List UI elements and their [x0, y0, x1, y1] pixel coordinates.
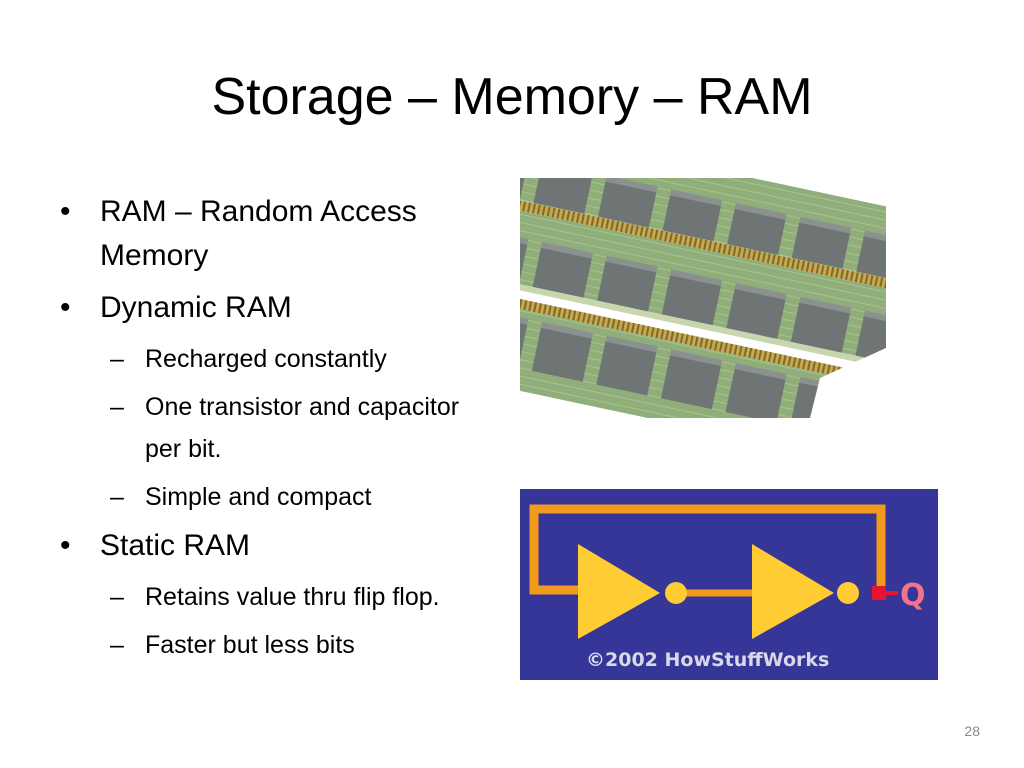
sub-bullet-item: – Retains value thru flip flop. — [58, 576, 498, 618]
dash-mark: – — [110, 583, 124, 611]
flip-flop-diagram: Q ©2002 HowStuffWorks — [520, 489, 938, 680]
dash-mark: – — [110, 393, 124, 421]
bullet-item: • RAM – Random Access Memory — [58, 190, 498, 278]
ram-modules-icon — [520, 178, 886, 418]
sub-bullet-text: Recharged constantly — [145, 345, 387, 373]
bullet-mark: • — [60, 195, 71, 228]
sub-bullet-text: Retains value thru flip flop. — [145, 583, 440, 611]
flip-flop-inverter-loop-icon: Q ©2002 HowStuffWorks — [520, 489, 938, 680]
sub-bullet-item: – Recharged constantly — [58, 338, 498, 380]
dash-mark: – — [110, 345, 124, 373]
sub-bullet-item: – Faster but less bits — [58, 624, 498, 666]
sub-bullet-text: Simple and compact — [145, 483, 372, 511]
sub-bullet-item: – Simple and compact — [58, 476, 498, 518]
sub-bullet-text: One transistor and capacitor per bit. — [145, 393, 460, 463]
bullet-mark: • — [60, 529, 71, 562]
slide-title: Storage – Memory – RAM — [211, 68, 813, 126]
dash-mark: – — [110, 483, 124, 511]
bullet-list: • RAM – Random Access Memory • Dynamic R… — [58, 190, 498, 672]
image-credit: ©2002 HowStuffWorks — [586, 649, 829, 671]
q-output-label: Q — [900, 578, 926, 613]
bullet-item: • Dynamic RAM — [58, 286, 498, 330]
bullet-text: Dynamic RAM — [100, 291, 292, 324]
bullet-item: • Static RAM — [58, 524, 498, 568]
bullet-mark: • — [60, 291, 71, 324]
sub-bullet-text: Faster but less bits — [145, 631, 355, 659]
ram-modules-photo — [520, 178, 886, 418]
dash-mark: – — [110, 631, 124, 659]
bullet-text: Static RAM — [100, 529, 251, 562]
page-number: 28 — [964, 723, 980, 739]
bullet-text: RAM – Random Access Memory — [100, 195, 417, 272]
sub-bullet-item: – One transistor and capacitor per bit. — [58, 386, 498, 470]
